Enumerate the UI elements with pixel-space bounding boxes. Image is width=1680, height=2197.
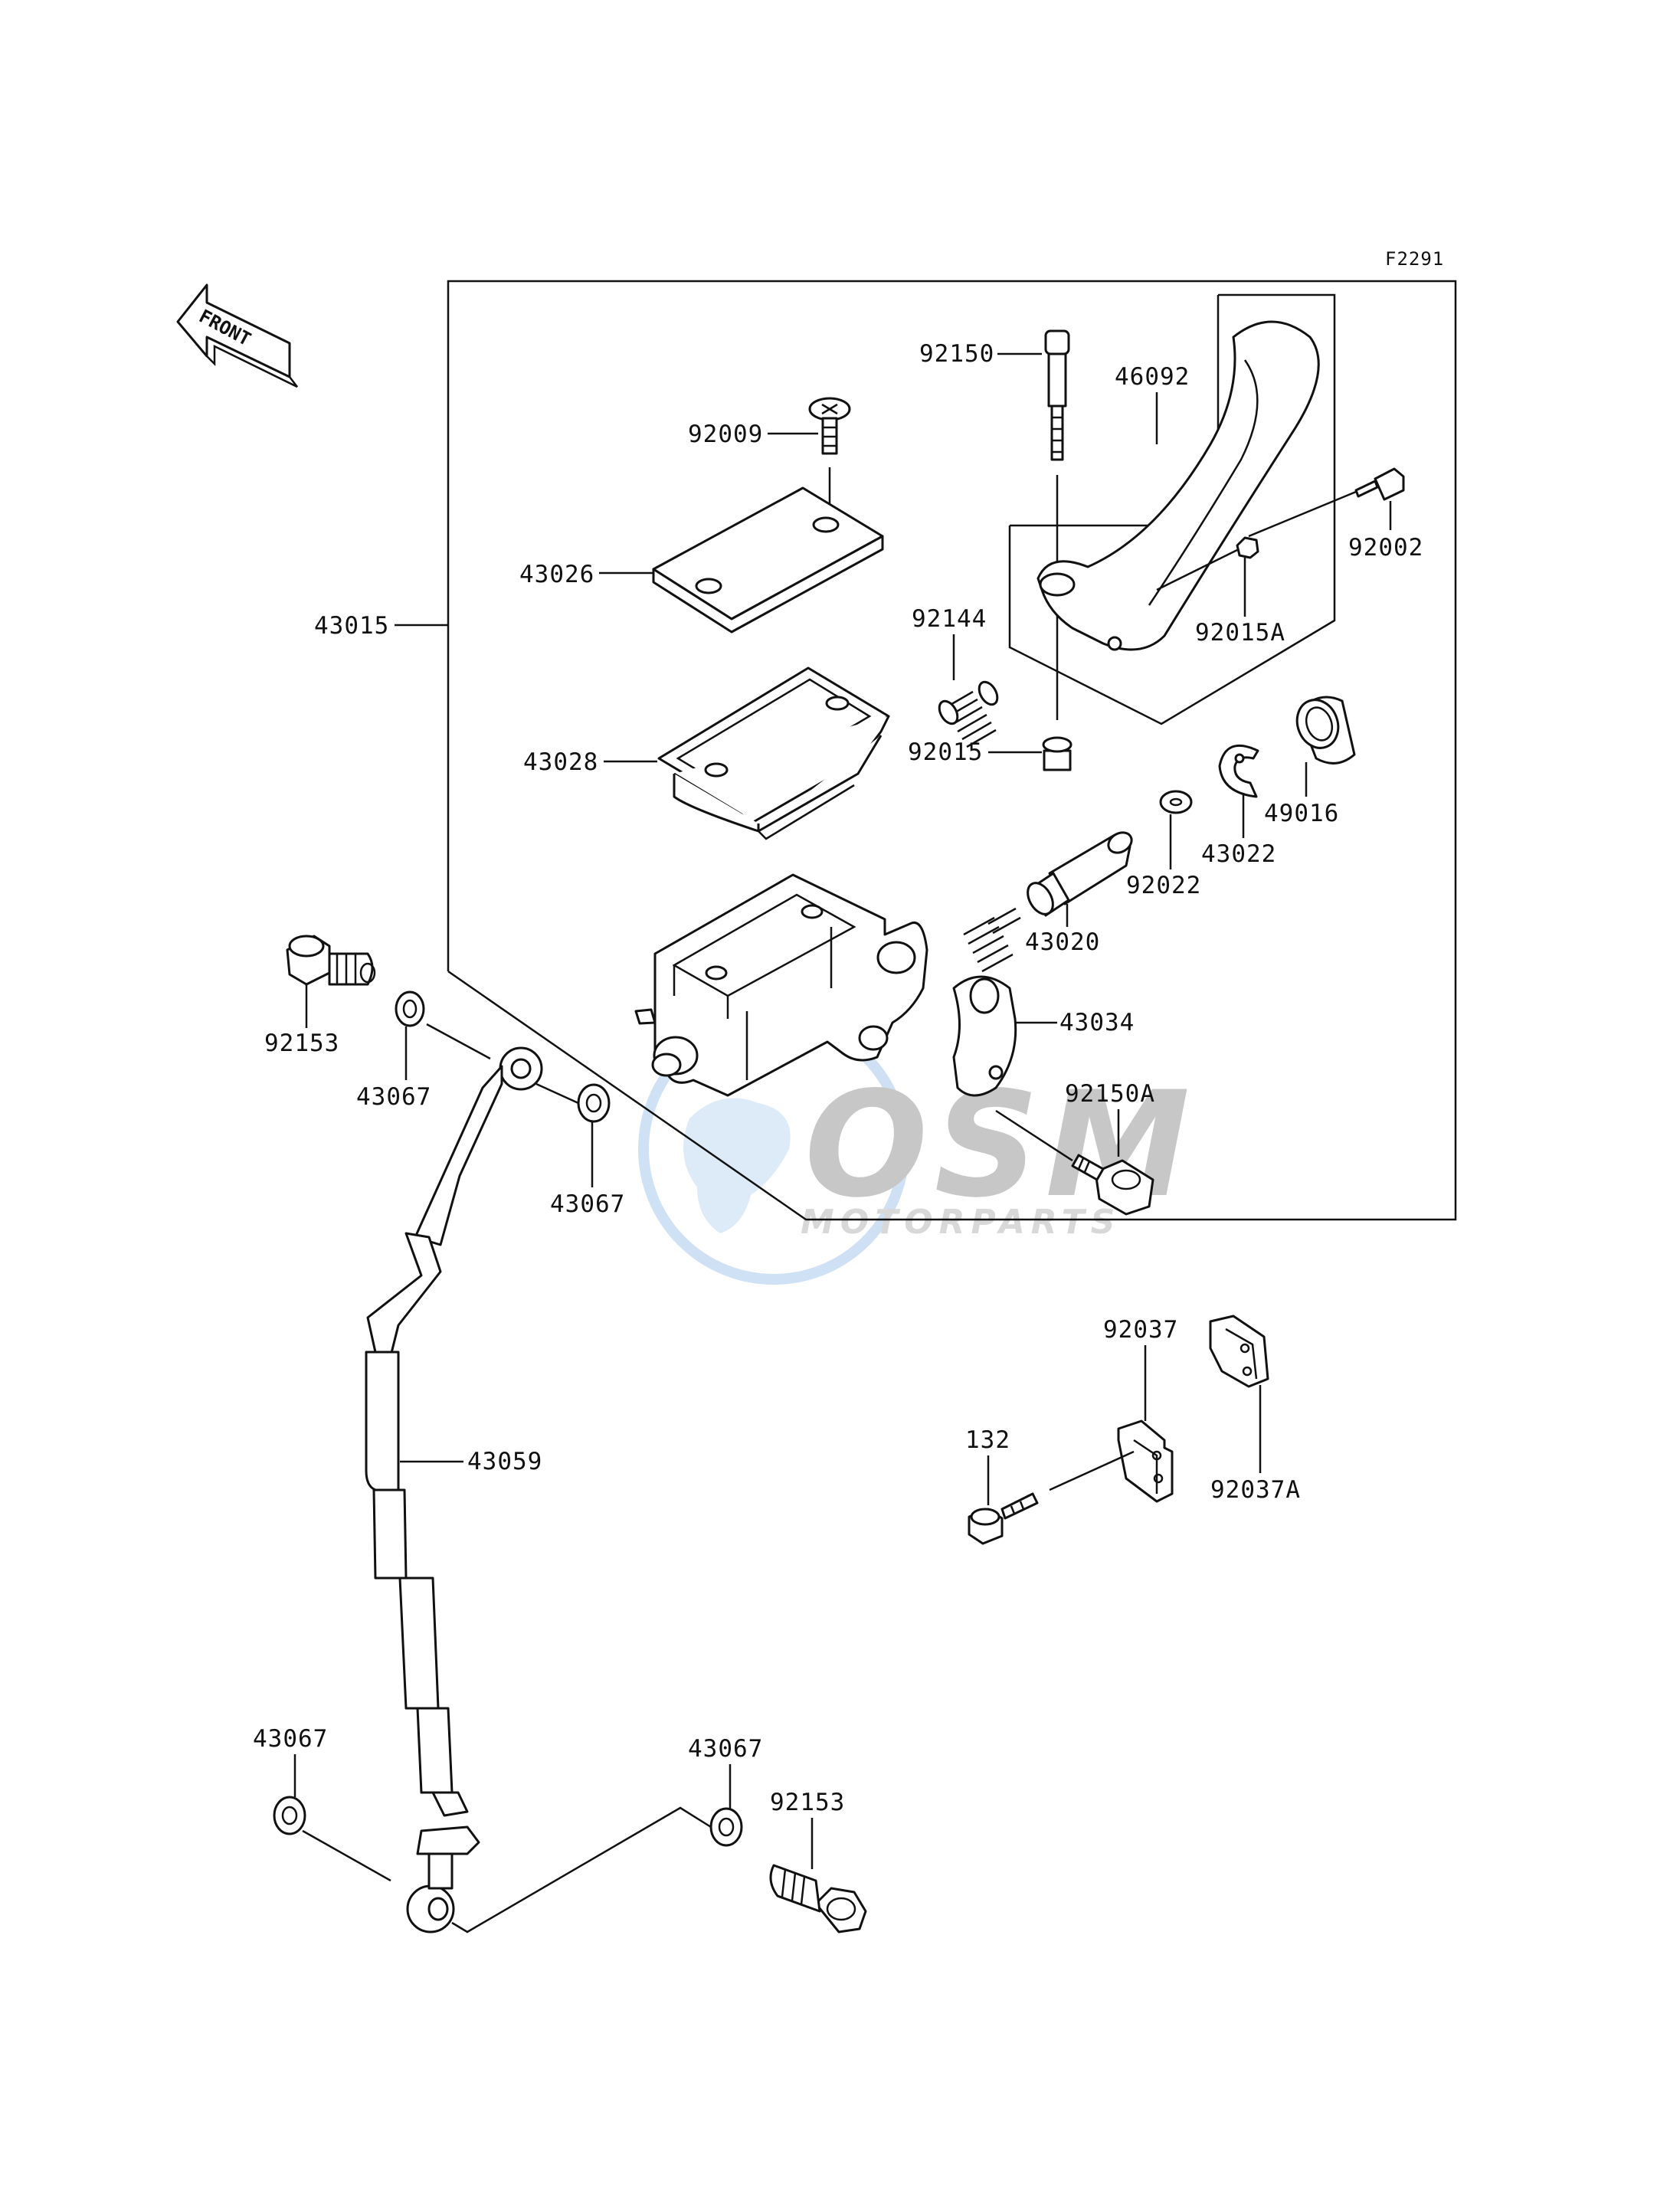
part-number: 92150A — [1065, 1080, 1155, 1108]
front-arrow-icon: FRONT — [176, 283, 298, 388]
label-43067-c: 43067 — [253, 1725, 328, 1797]
label-43067-a: 43067 — [356, 1026, 431, 1111]
spring-92144 — [938, 680, 999, 748]
label-43026: 43026 — [519, 561, 653, 588]
boot-49016 — [1295, 696, 1356, 765]
label-92022: 92022 — [1126, 814, 1201, 899]
label-43059: 43059 — [400, 1448, 542, 1475]
washer-43067-c — [273, 1796, 306, 1835]
part-number: 43034 — [1059, 1009, 1135, 1036]
part-number: 92144 — [912, 605, 987, 633]
part-number: 92037A — [1210, 1476, 1301, 1504]
part-number: 92022 — [1126, 872, 1201, 899]
nut-92015A — [1156, 536, 1259, 591]
label-43020: 43020 — [1025, 904, 1100, 956]
bolt-132 — [968, 1450, 1135, 1545]
part-number: 43067 — [253, 1725, 328, 1753]
label-43067-d: 43067 — [688, 1735, 763, 1809]
label-92037A: 92037A — [1210, 1385, 1301, 1504]
part-number: 92015 — [908, 738, 983, 766]
part-number: 43028 — [523, 748, 598, 776]
label-92015: 92015 — [908, 738, 1042, 766]
label-46092: 46092 — [1115, 363, 1190, 444]
banjo-bolt-92153-top — [286, 935, 376, 986]
part-number: 43015 — [314, 612, 389, 640]
part-number: 43067 — [356, 1083, 431, 1111]
part-number: 92009 — [688, 421, 763, 448]
part-number: 43022 — [1201, 840, 1276, 868]
label-92002: 92002 — [1348, 501, 1423, 562]
label-49016: 49016 — [1264, 762, 1339, 827]
piston-43020 — [963, 831, 1133, 973]
label-92150: 92150 — [919, 340, 1042, 368]
part-number: 43020 — [1025, 928, 1100, 956]
label-92009: 92009 — [688, 421, 818, 448]
part-number: 92015A — [1195, 619, 1285, 647]
leader-banjo-right — [535, 1082, 579, 1105]
bracket-92037A — [1209, 1315, 1269, 1388]
diaphragm-43028 — [657, 666, 890, 840]
assembly-frame — [447, 280, 1457, 1221]
washer-43067-d — [709, 1807, 743, 1847]
nut-92015 — [1042, 736, 1073, 771]
label-43022: 43022 — [1201, 793, 1276, 868]
part-number: 43026 — [519, 561, 594, 588]
bracket-92037 — [1117, 1419, 1174, 1503]
label-92153-top: 92153 — [264, 984, 339, 1057]
washer-92022 — [1159, 790, 1193, 814]
part-number: 92153 — [770, 1789, 845, 1816]
label-132: 132 — [965, 1426, 1010, 1505]
lever-46092 — [1036, 320, 1320, 651]
cover-plate-43026 — [652, 486, 884, 634]
clamp-43034 — [952, 975, 1017, 1097]
label-92144: 92144 — [912, 605, 987, 680]
bolt-92002 — [1248, 467, 1405, 538]
label-43067-b: 43067 — [550, 1121, 625, 1218]
part-number: 132 — [965, 1426, 1010, 1454]
part-number: 92002 — [1348, 534, 1423, 562]
banjo-bolt-92153-bottom — [769, 1864, 867, 1933]
washer-43067-b — [577, 1083, 611, 1123]
label-92037: 92037 — [1103, 1316, 1178, 1421]
screw-92009 — [808, 397, 851, 529]
part-number: 92037 — [1103, 1316, 1178, 1344]
leader-bottom — [302, 1806, 712, 1933]
figure-code: F2291 — [1385, 248, 1444, 270]
part-number: 43059 — [467, 1448, 542, 1475]
leader-banjo-top — [426, 1023, 491, 1060]
part-number: 92153 — [264, 1030, 339, 1057]
label-43015: 43015 — [314, 612, 448, 640]
part-number: 46092 — [1115, 363, 1190, 391]
watermark-sub: MOTORPARTS — [801, 1203, 1121, 1242]
circlip-43022 — [1218, 744, 1259, 798]
label-92150A: 92150A — [1065, 1080, 1155, 1157]
label-43028: 43028 — [523, 748, 657, 776]
brake-hose-43059 — [365, 1046, 543, 1933]
label-92153-bottom: 92153 — [770, 1789, 845, 1869]
bolt-92150A — [995, 1109, 1154, 1216]
part-number: 92150 — [919, 340, 994, 368]
part-number: 49016 — [1264, 800, 1339, 827]
part-number: 43067 — [550, 1190, 625, 1218]
washer-43067-a — [395, 990, 425, 1027]
master-cylinder-body — [634, 873, 928, 1097]
part-number: 43067 — [688, 1735, 763, 1763]
label-92015A: 92015A — [1195, 558, 1285, 647]
label-43034: 43034 — [1015, 1009, 1135, 1036]
